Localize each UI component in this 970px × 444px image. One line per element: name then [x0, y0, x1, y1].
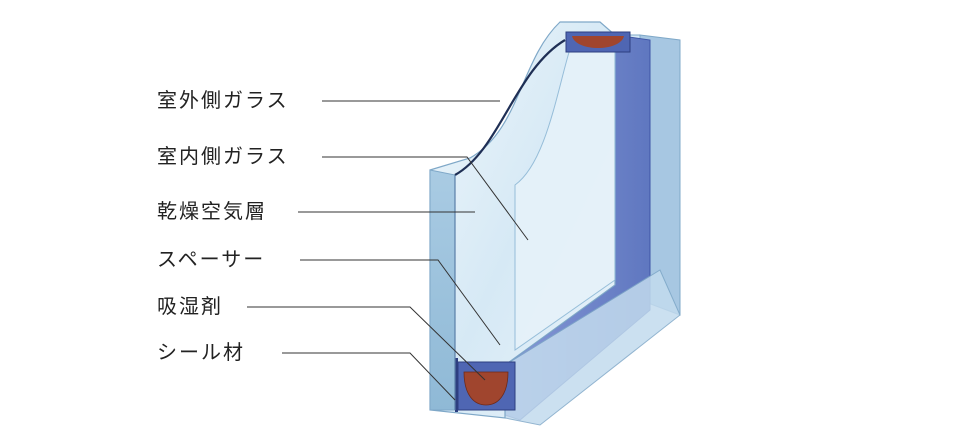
label-outer-glass: 室外側ガラス	[157, 88, 289, 112]
leader-inner-glass	[322, 156, 529, 241]
glass-curve-line	[454, 39, 566, 176]
label-sealant: シール材	[157, 340, 245, 364]
label-desiccant: 吸湿剤	[157, 294, 223, 318]
leader-spacer	[300, 259, 501, 346]
outer-glass-edge	[429, 169, 456, 411]
sealant-strip	[455, 358, 458, 412]
label-inner-glass: 室内側ガラス	[157, 144, 289, 168]
leader-lines	[247, 100, 529, 401]
label-spacer: スペーサー	[157, 247, 266, 271]
leader-desiccant	[247, 306, 486, 381]
label-air-layer: 乾燥空気層	[157, 199, 267, 223]
leader-sealant	[282, 352, 456, 401]
bottom-desiccant	[463, 371, 509, 406]
top-desiccant	[572, 36, 624, 48]
